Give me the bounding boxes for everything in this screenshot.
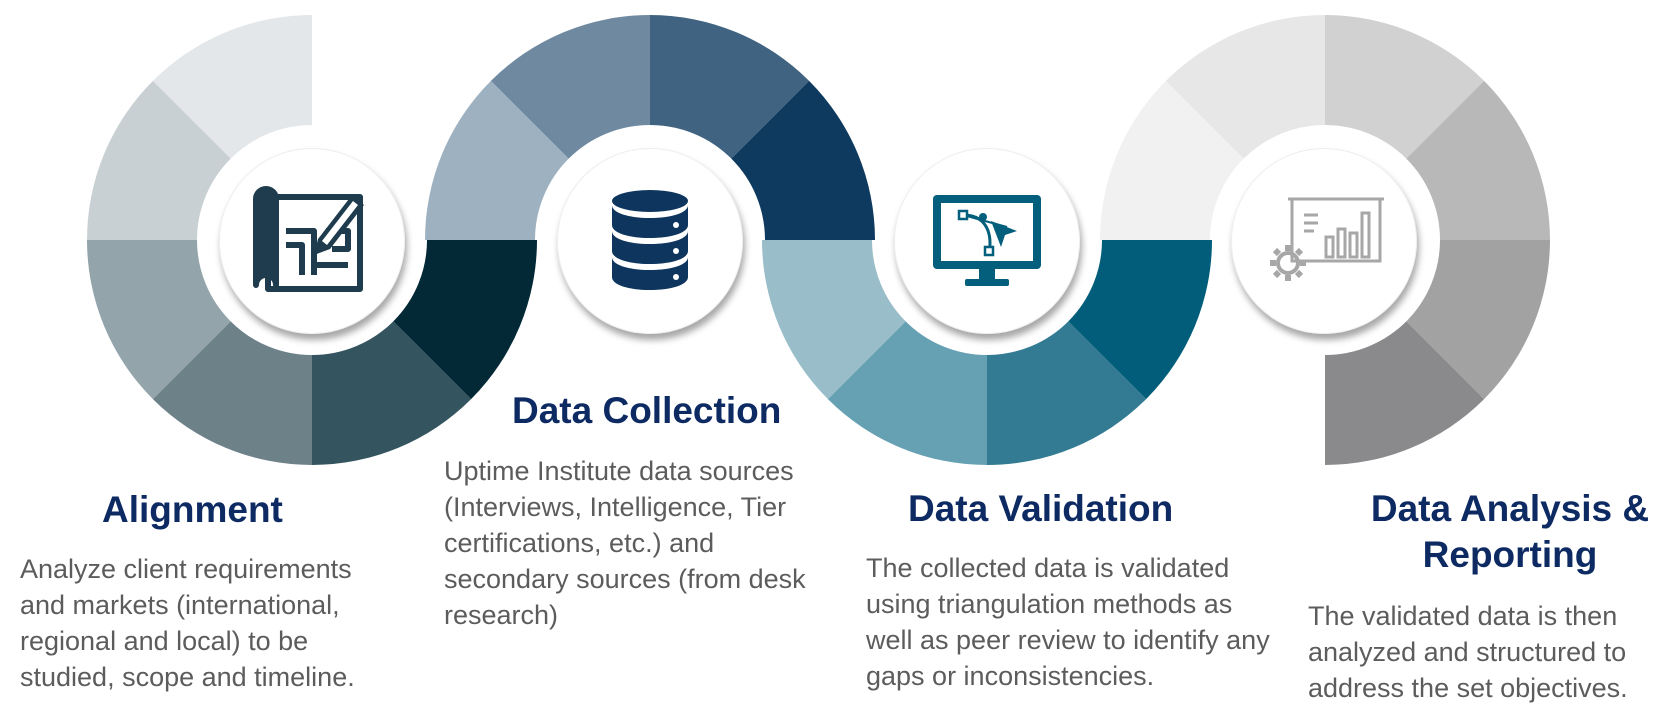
ring-1-segment-2 <box>87 80 231 240</box>
data-validation-title: Data Validation <box>908 488 1174 529</box>
ring-1-segment-6 <box>393 240 537 400</box>
ring-4-segment-2 <box>1165 14 1325 159</box>
presentation-chart-icon <box>1270 197 1384 281</box>
ring-2-segment-1 <box>425 80 569 240</box>
database-icon <box>612 190 688 290</box>
ring-4-segment-5 <box>1406 240 1550 400</box>
ring-4-segment-4 <box>1406 80 1550 240</box>
ring-2-segment-3 <box>650 15 810 159</box>
data-collection-title: Data Collection <box>512 390 782 431</box>
ring-2-segment-2 <box>490 15 650 159</box>
ring-3-segment-2 <box>827 321 987 465</box>
data-collection-icon-circle <box>557 148 743 334</box>
data-analysis-icon-circle <box>1231 148 1417 334</box>
data-analysis-description: The validated data is then analyzed and … <box>1308 601 1628 703</box>
data-analysis-title: Data Analysis & Reporting <box>1370 488 1650 575</box>
ring-4-segment-1 <box>1100 80 1244 240</box>
ring-4-segment-3 <box>1325 15 1485 159</box>
ring-3-segment-1 <box>762 240 906 400</box>
ring-1-segment-1 <box>152 15 312 159</box>
ring-1-segment-5 <box>312 321 472 465</box>
monitor-vector-icon <box>933 195 1041 286</box>
ring-2-segment-4 <box>731 80 875 240</box>
ring-4-segment-6 <box>1325 321 1485 465</box>
alignment-title: Alignment <box>102 489 283 530</box>
ring-1-segment-4 <box>152 321 312 465</box>
data-collection-description: Uptime Institute data sources (Interview… <box>444 456 806 630</box>
data-validation-icon-circle <box>894 148 1080 334</box>
alignment-icon-circle <box>219 148 405 334</box>
blueprint-icon <box>253 186 364 292</box>
data-validation-description: The collected data is validated using tr… <box>866 553 1270 691</box>
alignment-description: Analyze client requirements and markets … <box>20 554 355 692</box>
ring-3-segment-3 <box>987 321 1147 465</box>
ring-1-segment-3 <box>87 240 231 400</box>
ring-3-segment-4 <box>1068 240 1212 400</box>
